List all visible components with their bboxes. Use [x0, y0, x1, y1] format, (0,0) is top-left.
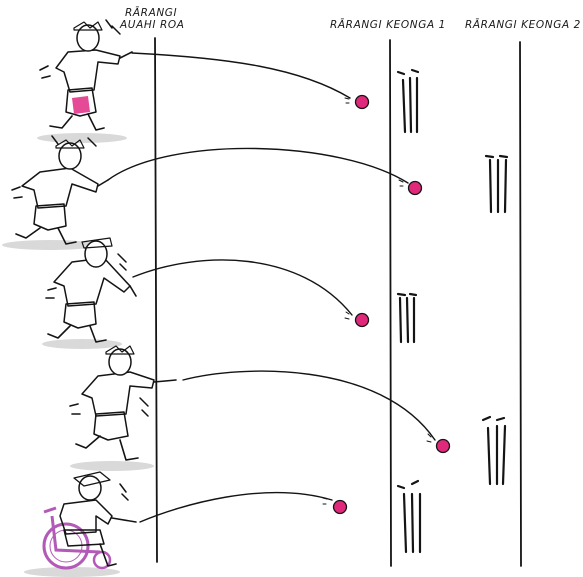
trajectory-2	[107, 147, 409, 184]
bowler-5-shorts	[63, 529, 105, 547]
wicket-stumps-icon	[484, 154, 509, 214]
line-label-keonga-2: RĀRANGI KEONGA 2	[465, 19, 581, 31]
bowler-3-shorts	[63, 301, 97, 329]
bowling-line	[154, 37, 158, 563]
wickets	[396, 68, 509, 554]
bowler-2-shorts	[33, 203, 67, 231]
trajectory-1	[131, 52, 351, 99]
cricket-ball-icon	[344, 311, 370, 328]
cricket-ball-icon	[322, 497, 348, 515]
line-label-auahi-roa-2: AUAHI ROA	[120, 19, 185, 31]
stumps-line-2	[519, 41, 522, 567]
bowler-3	[42, 237, 137, 349]
cricket-balls	[322, 94, 451, 515]
bowler-2	[2, 135, 109, 250]
trajectory-4	[182, 370, 436, 441]
trajectory-5	[139, 491, 333, 523]
wicket-stumps-icon	[396, 479, 422, 554]
wicket-stumps-icon	[481, 415, 507, 486]
bowler-5-shirt	[59, 499, 113, 535]
cricket-ball-icon	[426, 433, 451, 454]
line-label-auahi-roa-1: RĀRANGI	[125, 7, 178, 19]
bowler-2-shirt	[21, 167, 99, 209]
bowler-4	[69, 345, 177, 471]
bowler-4-shorts	[93, 411, 129, 441]
bowler-1	[37, 19, 133, 143]
bowler-5-wheelchair	[24, 471, 137, 577]
crease-lines	[154, 37, 522, 567]
line-label-keonga-1: RĀRANGI KEONGA 1	[330, 19, 446, 31]
stumps-line-1	[389, 39, 392, 567]
ball-trajectories	[107, 52, 436, 523]
bowler-3-shirt	[53, 257, 131, 307]
cricket-ball-icon	[398, 179, 423, 196]
cricket-ball-icon	[344, 94, 370, 110]
bowler-4-shirt	[81, 371, 155, 417]
trajectory-3	[132, 259, 353, 316]
bowler-1-shirt	[55, 49, 121, 93]
wheelchair-wheel-icon	[42, 522, 90, 570]
wicket-stumps-icon	[396, 292, 418, 344]
wicket-stumps-icon	[396, 68, 420, 134]
